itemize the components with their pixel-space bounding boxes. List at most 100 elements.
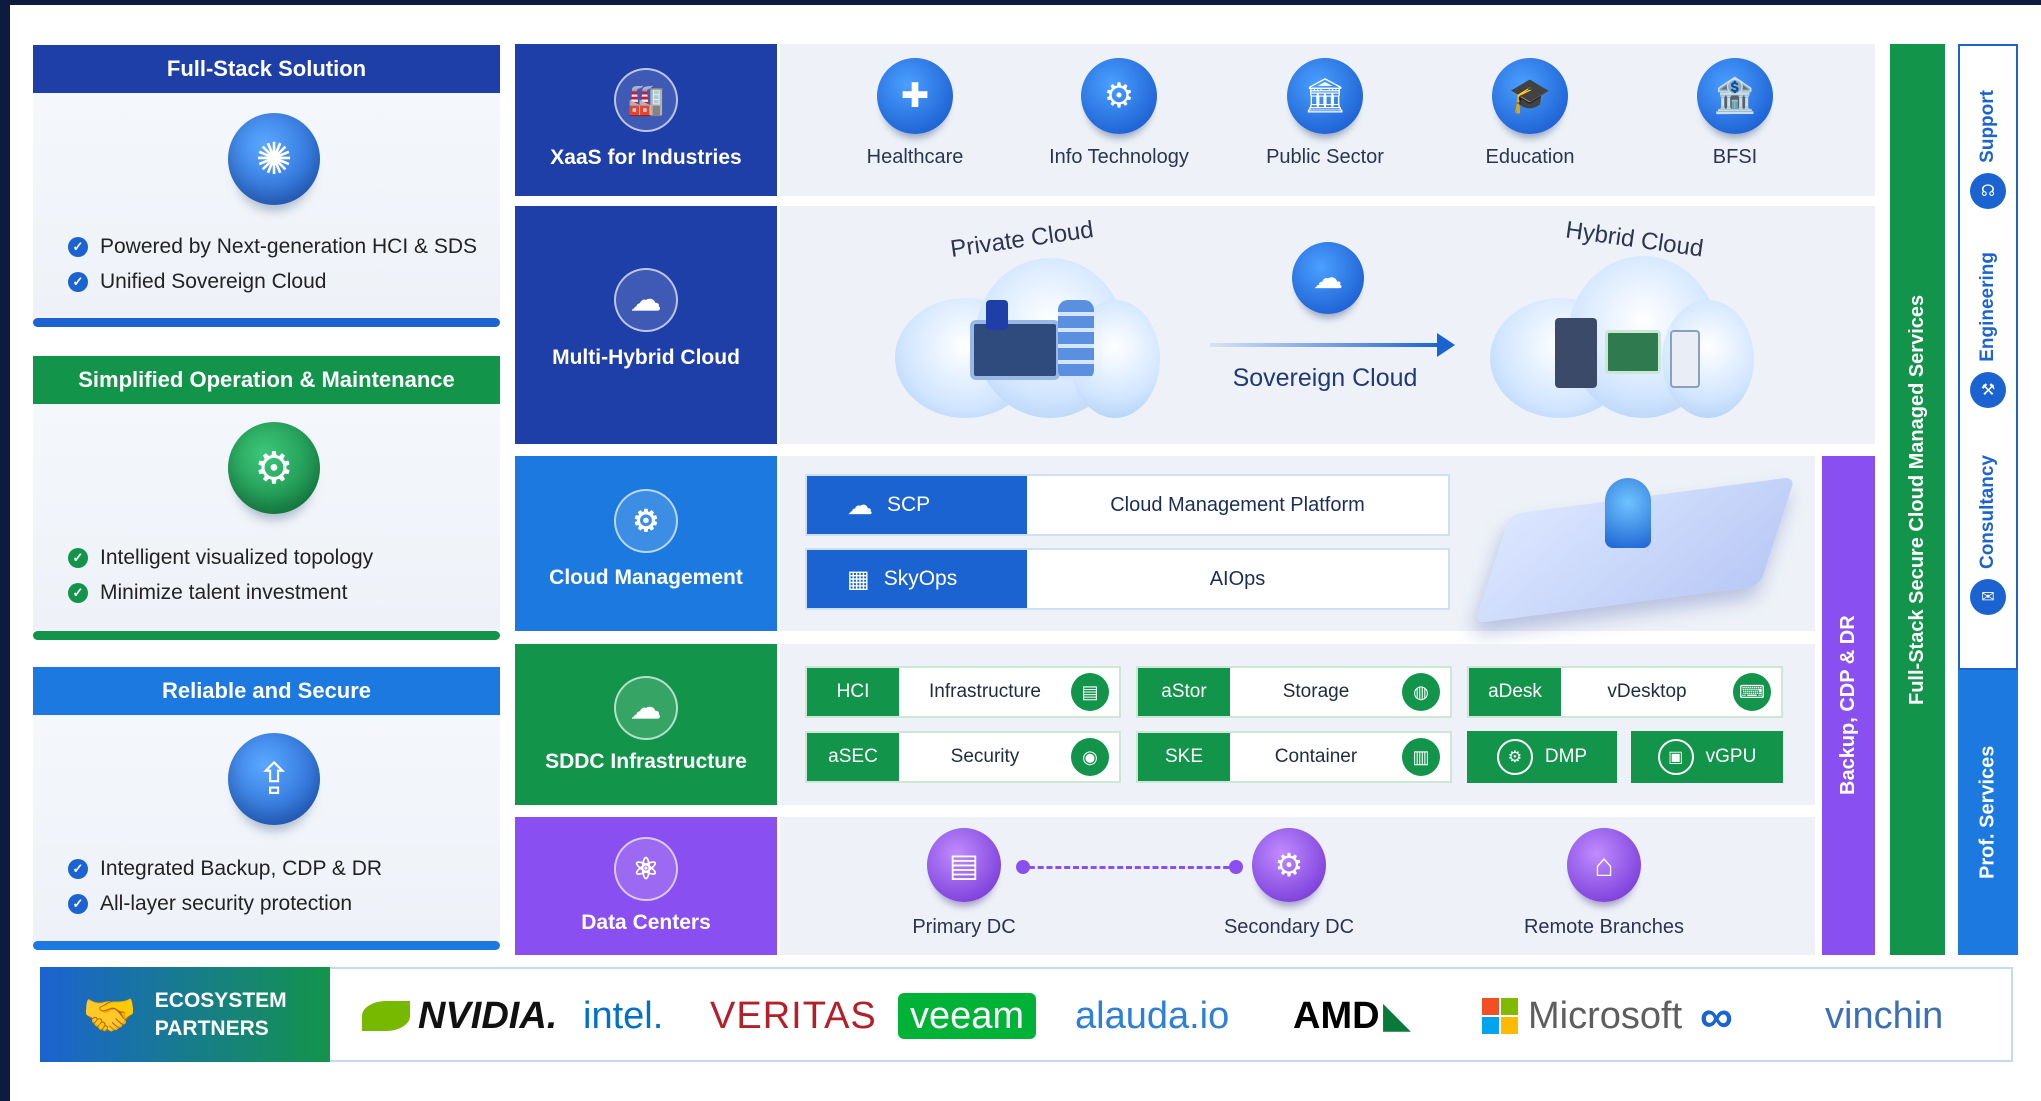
section-title-reliable: Reliable and Secure (33, 667, 500, 715)
server-rack-icon (1555, 318, 1597, 388)
bullet-text: Unified Sovereign Cloud (100, 270, 327, 293)
arrow-head-icon (1437, 333, 1455, 357)
row-label-multi-hybrid: ☁ Multi-Hybrid Cloud (515, 206, 777, 444)
sovereign-cloud-label: Sovereign Cloud (1232, 364, 1418, 392)
row-label-data-centers: ⚛ Data Centers (515, 817, 777, 955)
laptop-icon (970, 320, 1060, 380)
bullet-text: Powered by Next-generation HCI & SDS (100, 235, 478, 258)
industry-healthcare: ✚Healthcare (835, 58, 995, 169)
industry-info-technology: ⚙Info Technology (1039, 58, 1199, 169)
connector-dot (1016, 860, 1030, 874)
bank-icon: 🏦 (1697, 58, 1773, 134)
database-icon: ◍ (1402, 673, 1440, 711)
cloud-network-icon: ☁ (614, 268, 678, 332)
dc-remote-branches: ⌂Remote Branches (1504, 828, 1704, 939)
partner-microsoft: Microsoft (1482, 993, 1682, 1039)
cloud-server-icon: ☁ (614, 676, 678, 740)
backup-cdp-dr-bar: Backup, CDP & DR (1822, 456, 1875, 955)
headset-icon: ☊ (1970, 172, 2006, 209)
row-label-xaas: 🏭 XaaS for Industries (515, 44, 777, 196)
check-icon: ✓ (68, 548, 88, 568)
ecosystem-label: 🤝 ECOSYSTEM PARTNERS (40, 967, 330, 1062)
check-icon: ✓ (68, 237, 88, 257)
check-icon: ✓ (68, 583, 88, 603)
dashboard-icon: ▦ (847, 565, 870, 593)
partner-nvidia: NVIDIA. (362, 993, 557, 1039)
bullet-text: All-layer security protection (100, 892, 353, 915)
industry-education: 🎓Education (1450, 58, 1610, 169)
check-icon: ✓ (68, 859, 88, 879)
partner-vinchin: vinchin (1825, 994, 1944, 1037)
partner-veritas: VERITAS (710, 994, 877, 1037)
factory-icon: 🏭 (614, 68, 678, 132)
partner-veeam: veeam (898, 993, 1037, 1039)
row-label-cloud-management: ⚙ Cloud Management (515, 456, 777, 631)
section-divider (33, 631, 500, 640)
chat-icon: ✉ (1970, 579, 2006, 616)
connector-dot (1229, 860, 1243, 874)
server-icon: ▤ (927, 828, 1001, 902)
industry-public-sector: 🏛Public Sector (1245, 58, 1405, 169)
tower-icon (1670, 330, 1700, 388)
ai-head-icon (1605, 478, 1651, 548)
check-icon: ✓ (68, 272, 88, 292)
microsoft-logo-icon (1482, 998, 1518, 1034)
lock-icon (986, 300, 1008, 330)
cloud-icon: ☁ (847, 489, 873, 520)
sddc-cell-vgpu: ▣vGPU (1631, 731, 1783, 783)
partner-intel: intel. (583, 994, 664, 1037)
partner-amd: AMD◣ (1293, 994, 1410, 1037)
dc-connector-line (1020, 866, 1238, 869)
dc-primary: ▤Primary DC (864, 828, 1064, 939)
lightbulb-icon: ✺ (228, 113, 320, 205)
bullet-text: Minimize talent investment (100, 581, 348, 604)
eye-icon: ◉ (1071, 738, 1109, 776)
monitor-icon (1605, 330, 1661, 374)
section-divider (33, 318, 500, 327)
managed-services-bar: Full-Stack Secure Cloud Managed Services (1890, 44, 1945, 955)
gear-icon: ⚙ (1081, 58, 1157, 134)
section-title-operation: Simplified Operation & Maintenance (33, 356, 500, 404)
amd-arrow-icon: ◣ (1383, 997, 1410, 1035)
row-label-sddc: ☁ SDDC Infrastructure (515, 644, 777, 805)
cm-item-skyops: ▦SkyOps AIOps (805, 548, 1450, 610)
sovereign-cloud-icon: ☁ (1292, 242, 1364, 314)
keyboard-icon: ⌨ (1733, 673, 1771, 711)
industry-bfsi: 🏦BFSI (1655, 58, 1815, 169)
services-panel (1958, 44, 2018, 670)
service-consultancy: Consultancy✉ (1960, 455, 2016, 616)
gear-icon: ⚙ (1252, 828, 1326, 902)
cm-item-scp: ☁SCP Cloud Management Platform (805, 474, 1450, 536)
arrow-line (1210, 343, 1440, 347)
database-icon (1058, 300, 1094, 380)
upload-icon: ⇪ (228, 733, 320, 825)
server-icon: ▤ (1071, 673, 1109, 711)
sddc-cell-dmp: ⚙DMP (1467, 731, 1617, 783)
dc-secondary: ⚙Secondary DC (1189, 828, 1389, 939)
atom-icon: ⚛ (614, 837, 678, 901)
chain-link-icon: ∞ (1700, 990, 1733, 1042)
wrench-icon: ⚒ (1970, 371, 2006, 408)
container-icon: ▥ (1402, 738, 1440, 776)
gpu-icon: ▣ (1657, 739, 1694, 775)
check-icon: ✓ (68, 894, 88, 914)
nvidia-eye-icon (362, 1001, 410, 1031)
prof-services-bar: Prof. Services (1958, 670, 2018, 955)
graduation-cap-icon: 🎓 (1492, 58, 1568, 134)
service-support: Support☊ (1960, 90, 2016, 209)
service-engineering: Engineering⚒ (1960, 252, 2016, 408)
handshake-icon: 🤝 (82, 990, 137, 1040)
section-title-full-stack: Full-Stack Solution (33, 45, 500, 93)
government-building-icon: 🏛 (1287, 58, 1363, 134)
gear-icon: ⚙ (228, 422, 320, 514)
section-divider (33, 941, 500, 950)
gear-icon: ⚙ (1496, 739, 1533, 775)
cloud-gear-icon: ⚙ (614, 489, 678, 553)
partner-chain-logo: ∞ (1700, 990, 1733, 1042)
bullet-text: Integrated Backup, CDP & DR (100, 857, 383, 880)
